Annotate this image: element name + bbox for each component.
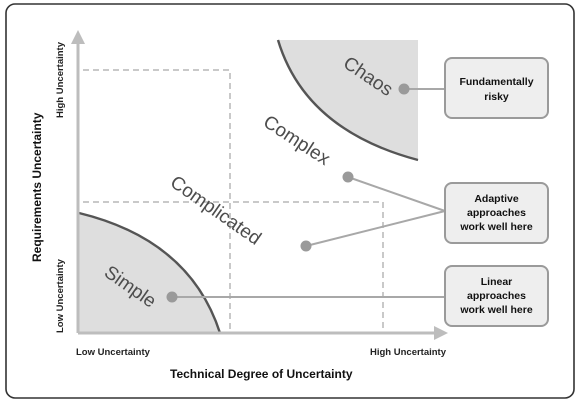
x-axis-high-label: High Uncertainty <box>370 347 447 358</box>
y-axis-low-label: Low Uncertainty <box>55 258 66 333</box>
chaos-region <box>278 40 418 160</box>
dashed-boundary-lower <box>83 201 384 333</box>
dot-complex <box>342 171 354 183</box>
connector-adaptive-complex <box>347 176 446 212</box>
x-axis-low-label: Low Uncertainty <box>76 347 151 358</box>
svg-text:risky: risky <box>484 91 509 103</box>
y-axis-high-label: High Uncertainty <box>55 41 66 118</box>
svg-text:approaches: approaches <box>467 207 526 219</box>
simple-curve <box>78 211 222 334</box>
svg-text:work well here: work well here <box>459 221 533 233</box>
svg-text:work well here: work well here <box>459 304 533 316</box>
simple-region <box>79 213 220 333</box>
svg-text:Linear: Linear <box>481 276 513 288</box>
dashed-boundary-upper <box>83 69 231 333</box>
x-axis-arrowhead <box>434 326 448 340</box>
chaos-curve <box>276 39 419 162</box>
callout-linear-approaches: Linear approaches work well here <box>444 265 549 327</box>
x-axis-title: Technical Degree of Uncertainty <box>170 367 353 381</box>
dot-simple <box>166 291 178 303</box>
callout-fundamentally-risky: Fundamentally risky <box>444 57 549 119</box>
connector-adaptive-complicated <box>305 210 446 247</box>
dot-chaos <box>398 83 410 95</box>
svg-text:approaches: approaches <box>467 290 526 302</box>
callout-adaptive-approaches: Adaptive approaches work well here <box>444 182 549 244</box>
dot-complicated <box>300 240 312 252</box>
svg-text:Fundamentally: Fundamentally <box>459 76 533 88</box>
y-axis-title: Requirements Uncertainty <box>30 112 44 262</box>
y-axis-arrowhead <box>71 30 85 44</box>
svg-text:Adaptive: Adaptive <box>474 193 519 205</box>
